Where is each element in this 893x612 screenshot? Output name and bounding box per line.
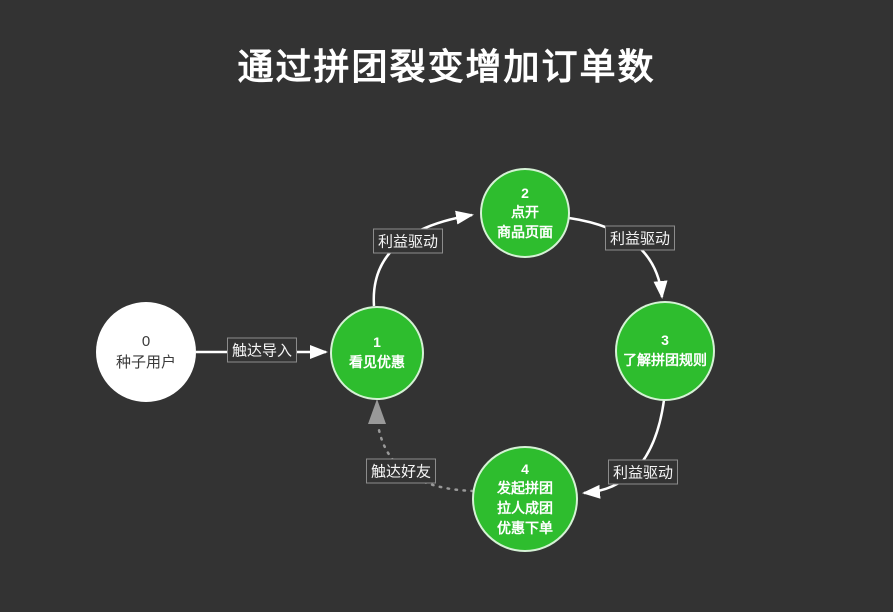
node-label: 点开	[511, 204, 539, 221]
node-label: 种子用户	[115, 354, 176, 371]
node-label: 了解拼团规则	[623, 352, 707, 368]
gray-arrowhead-icon	[368, 399, 386, 424]
node-number: 4	[521, 460, 529, 477]
edge-label-benefit-drive-2: 利益驱动	[604, 225, 676, 251]
node-label: 优惠下单	[497, 519, 553, 536]
edge-label-benefit-drive-3: 利益驱动	[607, 459, 679, 485]
diagram-title: 通过拼团裂变增加订单数	[237, 46, 656, 87]
node-seed-user: 0 种子用户	[96, 302, 196, 402]
node-number: 2	[521, 184, 529, 201]
node-number: 3	[661, 332, 669, 349]
node-open-product-page: 2 点开 商品页面	[480, 168, 570, 258]
edge-label-benefit-drive-1: 利益驱动	[372, 228, 444, 254]
edge-label-reach-friends: 触达好友	[365, 458, 437, 484]
edge-label-reach-import: 触达导入	[226, 337, 298, 363]
node-label: 看见优惠	[349, 354, 405, 370]
node-number: 0	[141, 333, 151, 350]
node-label: 发起拼团	[497, 480, 553, 497]
node-learn-group-rules: 3 了解拼团规则	[615, 301, 715, 401]
node-see-discount: 1 看见优惠	[330, 306, 424, 400]
edge-4-to-1-dotted	[377, 428, 475, 493]
node-label: 拉人成团	[497, 500, 553, 516]
node-number: 1	[373, 334, 381, 351]
node-start-group-order: 4 发起拼团 拉人成团 优惠下单	[472, 446, 578, 552]
node-label: 商品页面	[497, 223, 553, 240]
